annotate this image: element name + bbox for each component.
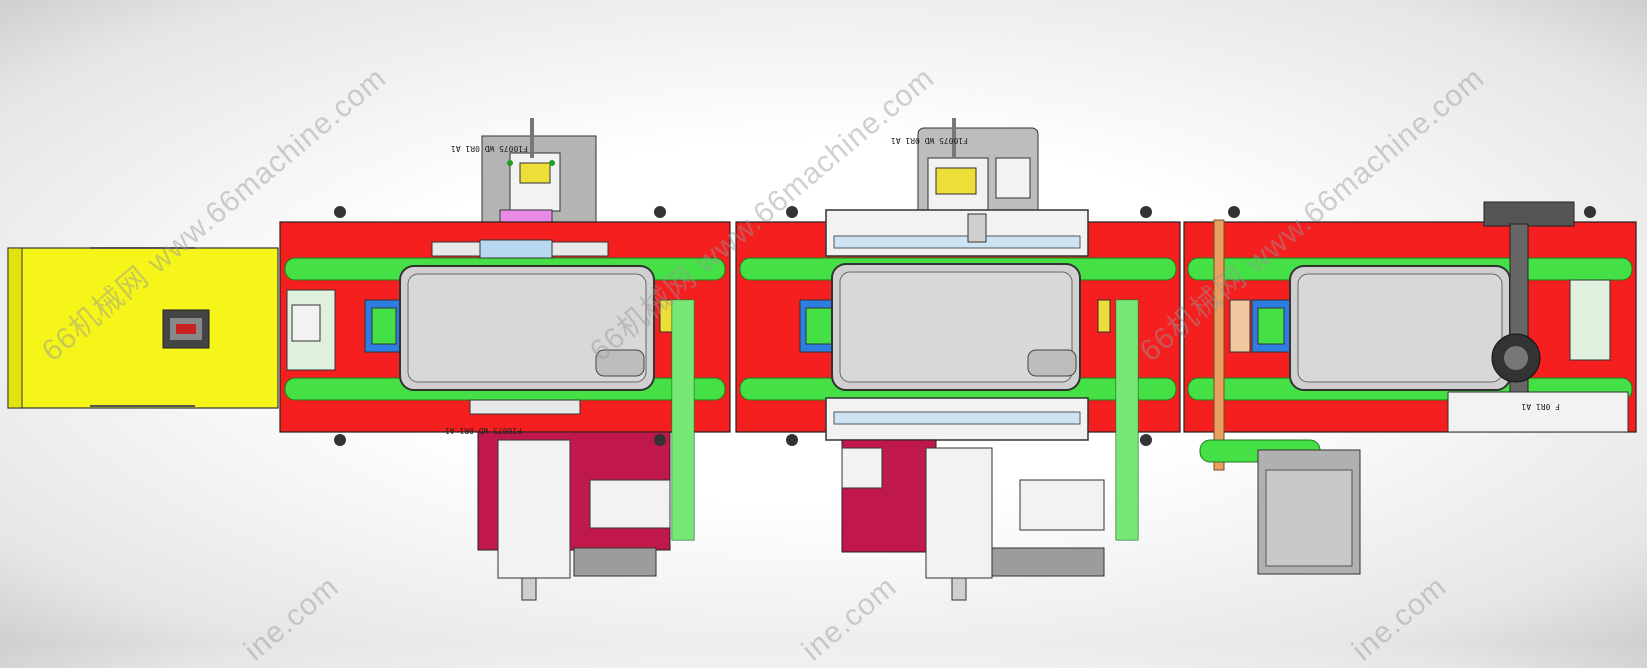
module-b xyxy=(735,118,1181,601)
frame-bolts xyxy=(334,206,1596,446)
module-a-bottom-plate-label: F10075 WD 0R1 A1 xyxy=(445,426,522,435)
module-c-right-plate-label: F 0R1 A1 xyxy=(1521,402,1560,411)
module-b-top-plate-label: F10075 WD 0R1 A1 xyxy=(891,136,968,145)
machine-assembly-drawing: F10075 WD 0R1 A1 F10075 WD 0R1 A1 F10075… xyxy=(7,118,1637,601)
module-a xyxy=(279,118,731,601)
module-a-top-plate-label: F10075 WD 0R1 A1 xyxy=(451,144,528,153)
module-c xyxy=(1183,201,1637,575)
yellow-feeder-hopper xyxy=(7,247,279,409)
